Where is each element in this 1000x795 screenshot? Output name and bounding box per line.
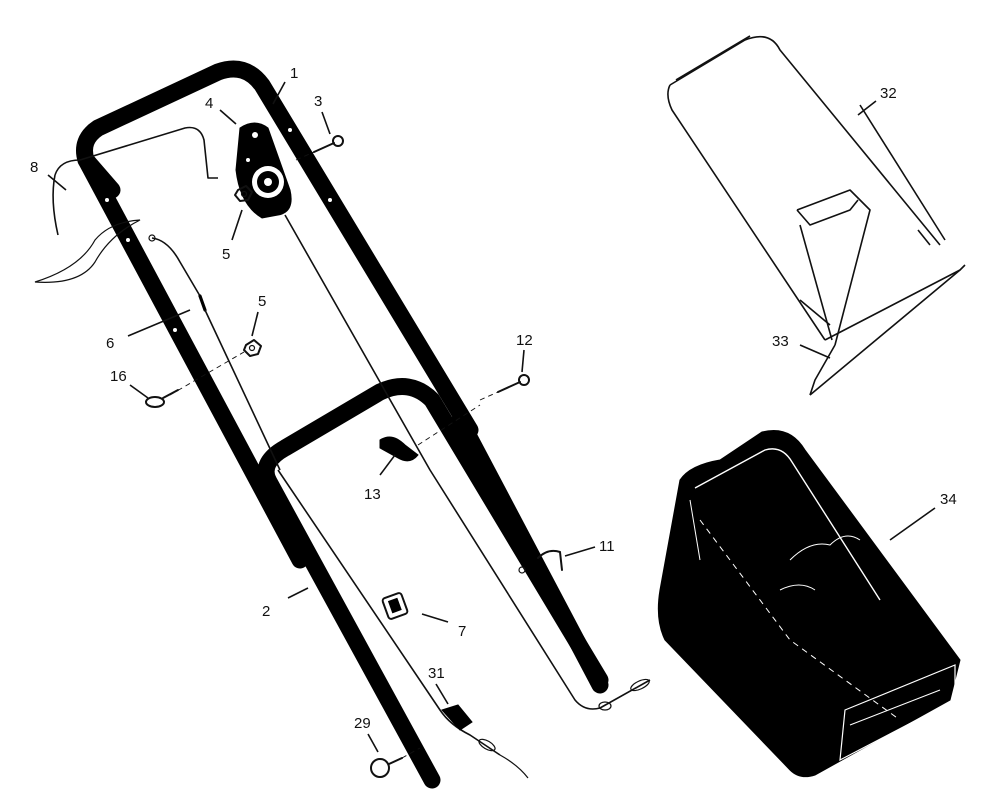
cable-clip [441,704,473,731]
callout-11: 11 [599,538,615,555]
leader-lines [47,81,936,753]
handle-bolt [479,374,530,401]
engine-control-box [235,122,292,219]
callout-13: 13 [364,486,381,503]
callout-1: 1 [290,65,298,82]
bag-support [796,189,961,396]
bolt [295,135,344,161]
callout-8: 8 [30,159,38,176]
callout-3: 3 [314,93,322,110]
lower-handle [257,378,609,789]
nut-lower [169,339,262,396]
callout-31: 31 [428,665,445,682]
grass-bag [657,430,961,778]
callout-6: 6 [106,335,114,352]
drive-cable [277,469,529,779]
nut-upper [234,185,253,202]
bag-frame [667,35,966,341]
callout-33: 33 [772,333,789,350]
callout-7: 7 [458,623,466,640]
throttle-cable [148,234,281,471]
callout-5-lower: 5 [258,293,266,310]
cable-tie [518,549,563,574]
carriage-bolt [370,747,421,778]
callout-12: 12 [516,332,533,349]
engine-cable [284,214,651,711]
callout-5-upper: 5 [222,246,230,263]
callout-32: 32 [880,85,897,102]
callout-16: 16 [110,368,127,385]
cable-guide [381,592,409,620]
callout-2: 2 [262,603,270,620]
callout-29: 29 [354,715,371,732]
callout-4: 4 [205,95,213,112]
eyebolt [145,389,179,408]
callout-34: 34 [940,491,957,508]
upper-handle [76,60,479,569]
callout-labels: 1 2 3 4 5 5 6 7 8 11 12 13 16 29 31 32 3… [30,65,957,732]
grip-wave [34,219,141,283]
wing-knob [379,404,481,462]
